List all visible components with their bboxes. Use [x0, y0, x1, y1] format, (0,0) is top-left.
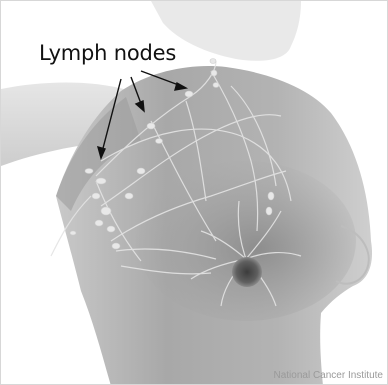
breast-area: [136, 161, 356, 321]
credit-text: National Cancer Institute: [273, 370, 383, 381]
lymph-nodes-label: Lymph nodes: [39, 41, 176, 65]
nipple: [232, 257, 262, 287]
